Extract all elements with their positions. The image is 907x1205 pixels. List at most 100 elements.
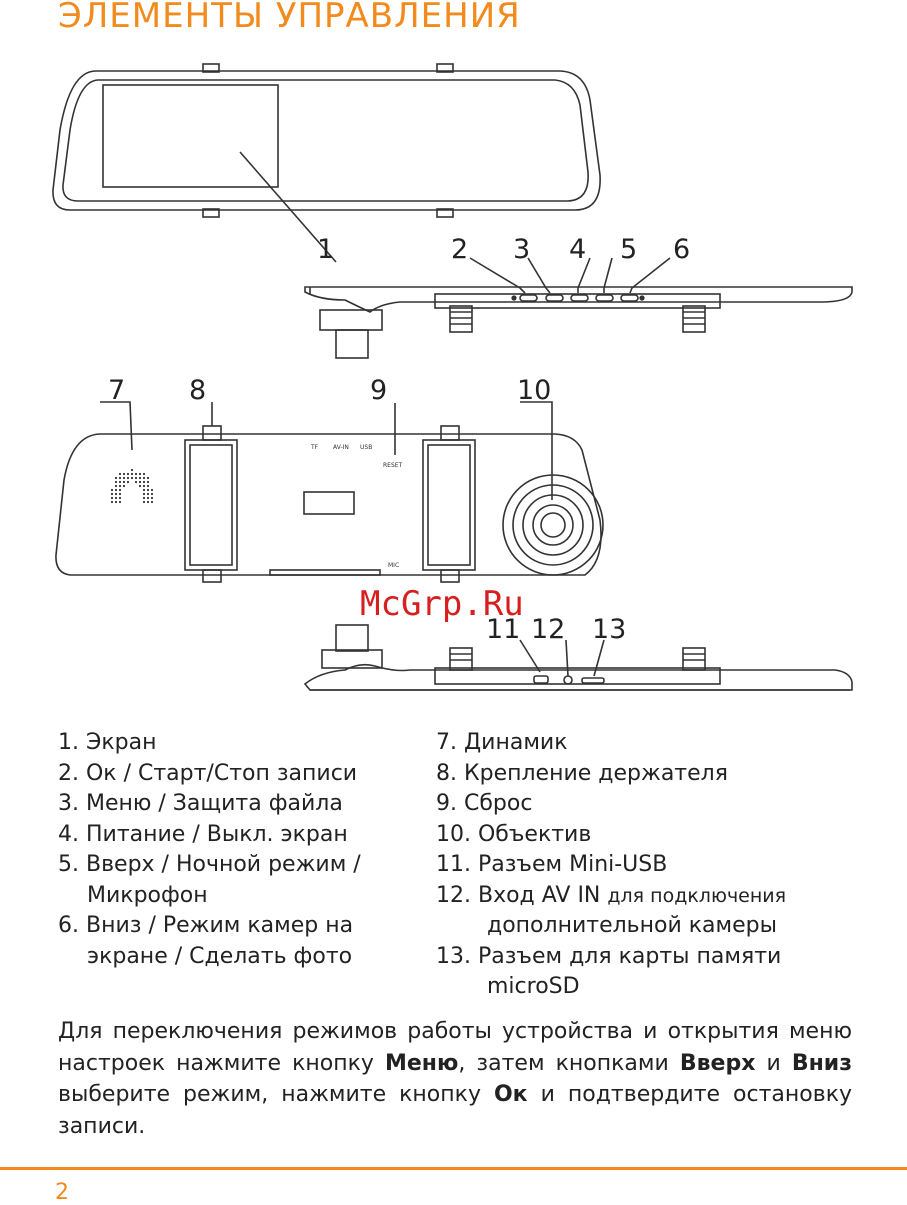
speaker-dot xyxy=(146,484,150,488)
label-1: 1 xyxy=(317,234,334,265)
legend-item-2: 2. Ок / Старт/Стоп записи xyxy=(58,760,358,786)
legend-item-12-cont: дополнительной камеры xyxy=(487,913,778,938)
microsd-slot xyxy=(581,677,605,684)
legend-item-13: 13. Разъем для карты памяти xyxy=(436,943,782,969)
para-text-4: выберите режим, нажмите кнопку xyxy=(58,1082,494,1107)
label-7: 7 xyxy=(108,375,125,406)
legend-item-12-main: 12. Вход AV IN xyxy=(436,882,601,908)
legend-item-7: 7. Динамик xyxy=(436,730,568,755)
button-ok xyxy=(519,294,538,302)
label-8: 8 xyxy=(189,375,206,406)
footer-rule xyxy=(0,1167,907,1170)
speaker-dot xyxy=(142,480,146,484)
label-9: 9 xyxy=(370,375,387,406)
legend-item-1: 1. Экран xyxy=(58,730,157,755)
bottom-edge-view xyxy=(303,624,853,691)
page-number: 2 xyxy=(55,1180,69,1205)
speaker-dot xyxy=(142,476,146,480)
speaker-grille xyxy=(110,468,154,504)
speaker-dot xyxy=(150,492,154,496)
speaker-dot xyxy=(122,484,126,488)
speaker-dot xyxy=(138,480,142,484)
speaker-dot xyxy=(138,472,142,476)
speaker-dot xyxy=(114,496,118,500)
speaker-dot xyxy=(130,476,134,480)
reset-label: RESET xyxy=(383,462,403,469)
label-10: 10 xyxy=(517,375,551,406)
top-edge-view xyxy=(304,257,853,359)
speaker-dot xyxy=(146,476,150,480)
speaker-dot xyxy=(142,492,146,496)
speaker-dot xyxy=(130,468,134,472)
speaker-dot xyxy=(134,480,138,484)
speaker-dot xyxy=(122,480,126,484)
para-bold-menu: Меню xyxy=(384,1050,459,1076)
legend-item-12-small: для подключения xyxy=(607,884,787,907)
legend-item-9: 9. Сброс xyxy=(436,791,533,816)
label-13: 13 xyxy=(592,614,626,645)
legend-item-10: 10. Объектив xyxy=(436,821,592,847)
legend-item-5-cont: Микрофон xyxy=(87,882,208,908)
speaker-dot xyxy=(110,500,114,504)
legend-item-3: 3. Меню / Защита файла xyxy=(58,791,343,816)
legend-item-13-cont: microSD xyxy=(487,974,580,999)
speaker-dot xyxy=(146,488,150,492)
speaker-dot xyxy=(142,500,146,504)
speaker-dot xyxy=(118,472,122,476)
legend-right: 7. Динамик 8. Крепление держателя 9. Сбр… xyxy=(436,728,876,1003)
para-text-2: , затем кнопками xyxy=(458,1050,680,1076)
speaker-dot xyxy=(138,484,142,488)
speaker-dot xyxy=(114,476,118,480)
lens xyxy=(532,504,574,546)
button-menu xyxy=(545,294,564,302)
speaker-dot xyxy=(138,476,142,480)
speaker-dot xyxy=(150,488,154,492)
speaker-dot xyxy=(118,496,122,500)
speaker-dot xyxy=(146,496,150,500)
legend-item-11: 11. Разъем Mini-USB xyxy=(436,852,668,877)
button-up xyxy=(595,294,614,302)
speaker-dot xyxy=(122,476,126,480)
back-view: TF AV-IN USB RESET MIC xyxy=(55,401,604,583)
speaker-dot xyxy=(142,472,146,476)
speaker-dot xyxy=(118,488,122,492)
legend-left: 1. Экран 2. Ок / Старт/Стоп записи 3. Ме… xyxy=(58,728,408,972)
legend-item-8: 8. Крепление держателя xyxy=(436,760,728,786)
leader-1 xyxy=(239,151,337,263)
speaker-dot xyxy=(110,492,114,496)
speaker-dot xyxy=(114,480,118,484)
para-bold-ok: Ок xyxy=(493,1082,528,1107)
speaker-dot xyxy=(114,500,118,504)
legend-item-5: 5. Вверх / Ночной режим / xyxy=(58,852,361,877)
label-6: 6 xyxy=(673,234,690,265)
legend-item-4: 4. Питание / Выкл. экран xyxy=(58,821,348,847)
front-view xyxy=(52,63,601,263)
speaker-dot xyxy=(118,484,122,488)
button-power xyxy=(570,294,589,302)
screen-label-area xyxy=(303,491,355,515)
speaker-dot xyxy=(150,496,154,500)
para-text-1: Для переключения режимов работы устройст… xyxy=(58,1019,852,1076)
speaker-dot xyxy=(126,472,130,476)
speaker-dot xyxy=(110,496,114,500)
label-5: 5 xyxy=(620,234,637,265)
screen xyxy=(102,84,279,188)
speaker-dot xyxy=(110,488,114,492)
leader-10 xyxy=(520,401,553,500)
speaker-dot xyxy=(118,492,122,496)
speaker-dot xyxy=(142,496,146,500)
speaker-dot xyxy=(146,480,150,484)
speaker-dot xyxy=(114,488,118,492)
page-title: ЭЛЕМЕНТЫ УПРАВЛЕНИЯ xyxy=(58,0,521,36)
leader-7 xyxy=(100,401,133,451)
speaker-dot xyxy=(142,488,146,492)
para-text-3: и xyxy=(755,1050,792,1076)
speaker-dot xyxy=(126,480,130,484)
para-bold-up: Вверх xyxy=(679,1050,756,1076)
watermark: McGrp.Ru xyxy=(360,584,524,624)
label-4: 4 xyxy=(569,234,586,265)
speaker-dot xyxy=(118,500,122,504)
lens-outer xyxy=(502,474,604,576)
speaker-dot xyxy=(114,484,118,488)
speaker-dot xyxy=(134,476,138,480)
